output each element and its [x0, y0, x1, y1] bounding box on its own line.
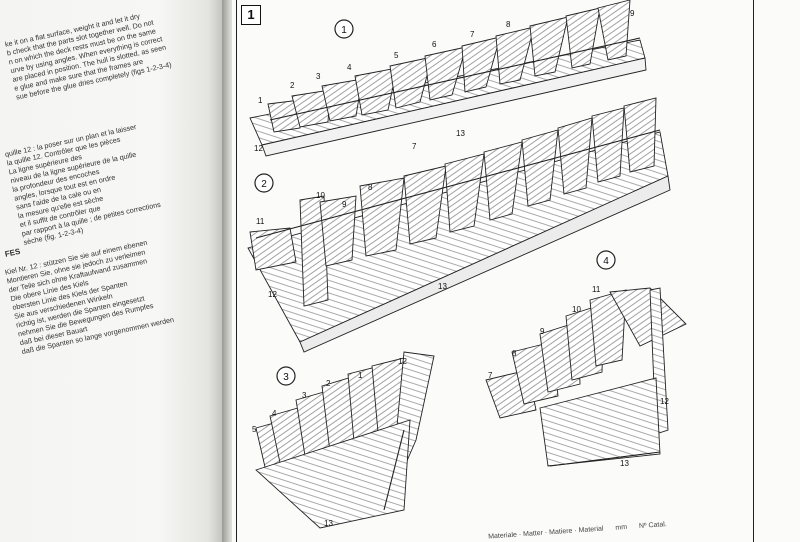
fig4-label-10: 10	[572, 305, 581, 314]
figure-4-number: 4	[603, 256, 609, 267]
figure-2-labels: 2 7 8 9 10 11 12 13	[254, 142, 447, 299]
figure-1-labels: 1 1 2 3 4 5 6 7 8 9 12 13	[254, 9, 635, 153]
fig1-label-13: 13	[456, 129, 465, 138]
figure-3-labels: 3 1 2 3 4 5 12 13	[252, 357, 407, 528]
figure-3-diagram	[255, 351, 435, 529]
fig2-label-11: 11	[256, 217, 265, 226]
figure-1-number-circle	[334, 19, 354, 39]
page-frame	[236, 0, 754, 542]
fig4-label-7: 7	[488, 371, 493, 380]
fig2-label-7: 7	[412, 142, 417, 151]
fig2-label-10: 10	[316, 191, 325, 200]
fig2-label-9: 9	[342, 200, 347, 209]
fig1-label-4: 4	[347, 63, 352, 72]
figure-2-diagram	[247, 97, 671, 353]
fig4-label-11: 11	[592, 285, 601, 294]
fig1-label-12: 12	[254, 144, 263, 153]
figure-4-number-circle	[596, 250, 616, 270]
fig1-label-5: 5	[394, 51, 399, 60]
figure-4-diagram	[485, 287, 687, 467]
fig1-label-1: 1	[258, 96, 263, 105]
figure-4-labels: 4 7 8 9 10 11 12 13	[488, 250, 669, 468]
fig3-label-12: 12	[398, 357, 407, 366]
fig1-label-8: 8	[506, 20, 511, 29]
step-number: 1	[241, 5, 261, 25]
fig4-label-13: 13	[620, 459, 629, 468]
fig3-label-5: 5	[252, 425, 257, 434]
fig2-label-12: 12	[268, 290, 277, 299]
figure-3-number: 3	[283, 372, 289, 383]
figure-1-number: 1	[341, 25, 347, 36]
fig3-label-3: 3	[302, 391, 307, 400]
fig4-label-8: 8	[512, 349, 517, 358]
fig1-label-7: 7	[470, 30, 475, 39]
fig4-label-12: 12	[660, 397, 669, 406]
fig3-label-1: 1	[358, 371, 363, 380]
figure-3-number-circle	[276, 366, 296, 386]
figure-1-diagram	[249, 0, 647, 157]
fig1-label-3: 3	[316, 72, 321, 81]
fig4-label-9: 9	[540, 327, 545, 336]
fig1-label-6: 6	[432, 40, 437, 49]
footer-unit: mm	[615, 523, 628, 532]
fig2-label-13: 13	[438, 282, 447, 291]
left-page: ke it on a flat surface, weight it and l…	[0, 0, 226, 542]
fig3-label-4: 4	[272, 409, 277, 418]
fig3-label-13: 13	[324, 519, 333, 528]
figure-2-number-circle	[254, 173, 274, 193]
fig3-label-2: 2	[326, 379, 331, 388]
fig2-label-8: 8	[368, 183, 373, 192]
fig1-label-9: 9	[630, 9, 635, 18]
fig1-label-2: 2	[290, 81, 295, 90]
figure-2-number: 2	[261, 179, 267, 190]
